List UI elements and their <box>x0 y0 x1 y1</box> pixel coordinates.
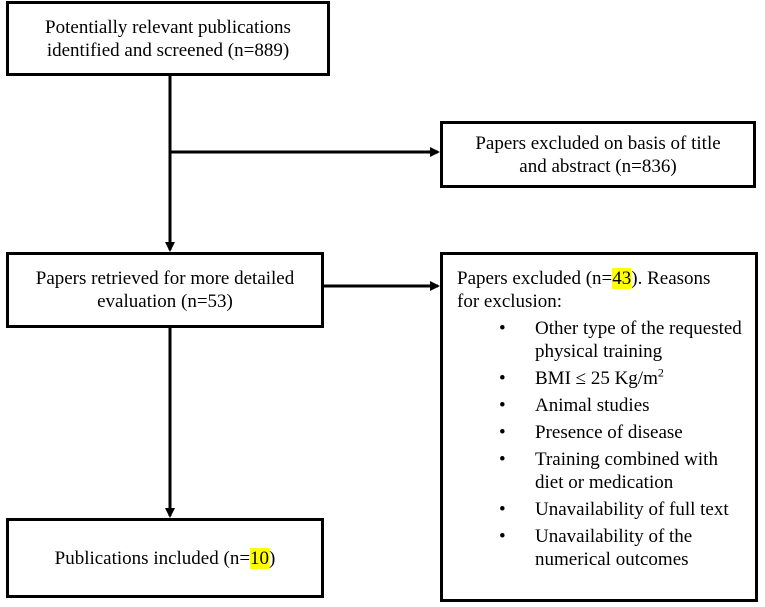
included-text: Publications included (n=10) <box>54 547 276 570</box>
bullet-icon: • <box>499 318 506 339</box>
identified-line1: Potentially relevant publications <box>45 16 291 38</box>
reason-item: •BMI ≤ 25 Kg/m2 <box>499 365 664 389</box>
box-excluded-reasons: Papers excluded (n=43). Reasons for exclu… <box>440 252 758 602</box>
excluded-reasons-intro: Papers excluded (n=43). Reasons for exclu… <box>457 267 747 313</box>
bullet-icon: • <box>499 449 506 470</box>
intro-suffix: ). Reasons <box>631 268 711 289</box>
excluded-title-line1: Papers excluded on basis of title <box>475 132 721 154</box>
intro-line2: for exclusion: <box>457 291 563 312</box>
reason-item: •Presence of disease <box>499 422 683 443</box>
reason-item: •Training combined with diet or medicati… <box>499 449 718 493</box>
box-included: Publications included (n=10) <box>6 518 324 598</box>
box-identified: Potentially relevant publications identi… <box>6 1 330 76</box>
bullet-icon: • <box>499 422 506 443</box>
bullet-icon: • <box>499 526 506 547</box>
reason-item: •Unavailability of the numerical outcome… <box>499 526 693 570</box>
bullet-icon: • <box>499 368 506 389</box>
reason-item: •Other type of the requested physical tr… <box>499 318 742 362</box>
box-retrieved: Papers retrieved for more detailed evalu… <box>6 252 324 328</box>
excluded-count-highlight: 43 <box>612 268 632 289</box>
retrieved-line1: Papers retrieved for more detailed <box>35 268 295 289</box>
included-suffix: ) <box>269 547 276 569</box>
bullet-icon: • <box>499 395 506 416</box>
intro-prefix: Papers excluded (n= <box>457 268 613 289</box>
reason-item: •Unavailability of full text <box>499 499 729 520</box>
identified-line2: identified and screened (n=889) <box>46 39 290 61</box>
included-prefix: Publications included (n= <box>54 547 251 569</box>
box-excluded-title: Papers excluded on basis of title and ab… <box>440 121 756 188</box>
included-count-highlight: 10 <box>250 547 270 569</box>
reason-item: •Animal studies <box>499 395 650 416</box>
excluded-title-line2: and abstract (n=836) <box>519 155 677 177</box>
exclusion-reasons-list: •Other type of the requested physical tr… <box>457 317 747 571</box>
retrieved-line2: evaluation (n=53) <box>97 291 233 312</box>
bullet-icon: • <box>499 499 506 520</box>
bmi-superscript: 2 <box>657 365 664 380</box>
